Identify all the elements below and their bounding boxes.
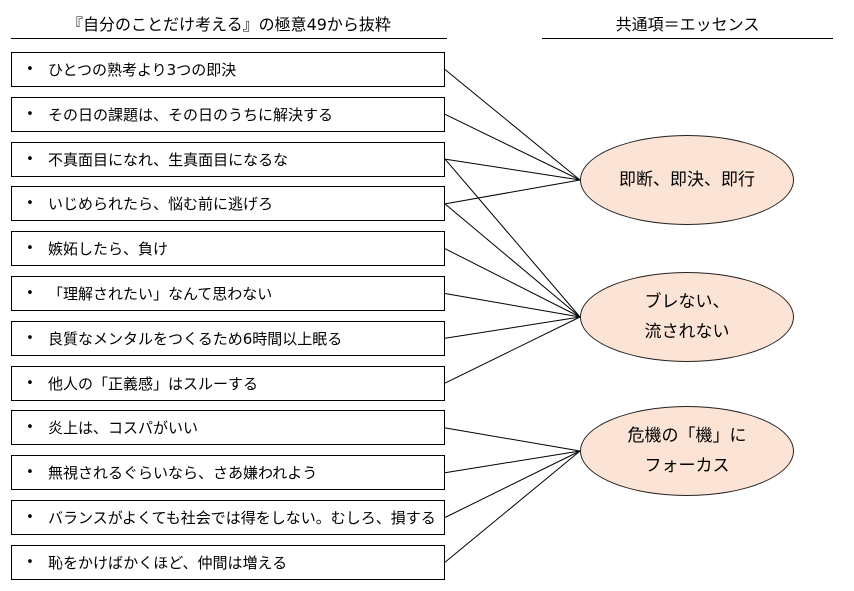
list-item: • 「理解されたい」なんて思わない <box>11 276 445 311</box>
bullet-marker: • <box>26 465 34 481</box>
bullet-marker: • <box>26 554 34 570</box>
bullet-marker: • <box>26 420 34 436</box>
essence-ellipse: ブレない、流されない <box>580 272 794 362</box>
list-item: • いじめられたら、悩む前に逃げろ <box>11 186 445 222</box>
connector-line <box>444 316 581 384</box>
item-text: 「理解されたい」なんて思わない <box>48 285 273 303</box>
connector-line <box>444 450 581 563</box>
connector-line <box>444 113 581 181</box>
item-text: 嫉妬したら、負け <box>48 240 169 259</box>
item-text: 不真面目になれ、生真面目になるな <box>48 150 289 169</box>
item-text: 無視されるぐらいなら、さあ嫌われよう <box>48 464 318 483</box>
connector-line <box>444 450 581 518</box>
connector-line <box>444 450 581 474</box>
list-item: • ひとつの熟考より3つの即決 <box>11 52 445 87</box>
item-text: いじめられたら、悩む前に逃げろ <box>48 195 274 214</box>
essence-label-line: 危機の「機」に <box>627 426 747 446</box>
list-item: • 良質なメンタルをつくるため6時間以上眠る <box>11 320 445 356</box>
bullet-marker: • <box>26 196 34 212</box>
bullet-marker: • <box>26 241 34 257</box>
list-item: • 他人の「正義感」はスルーする <box>11 365 445 401</box>
essence-label-line: フォーカス <box>644 456 730 476</box>
essence-label-line: 即断、即決、即行 <box>619 170 755 190</box>
item-text: バランスがよくても社会では得をしない。むしろ、損する <box>48 509 436 527</box>
bullet-marker: • <box>26 106 34 122</box>
item-text: ひとつの熟考より3つの即決 <box>48 61 237 79</box>
list-item: • その日の課題は、その日のうちに解決する <box>11 96 445 132</box>
bullet-marker: • <box>26 286 34 301</box>
item-text: その日の課題は、その日のうちに解決する <box>48 105 334 124</box>
connector-line <box>444 248 581 318</box>
list-item: • 恥をかけばかくほど、仲間は増える <box>11 544 445 580</box>
connector-line <box>444 203 581 318</box>
list-item: • バランスがよくても社会では得をしない。むしろ、損する <box>11 500 445 535</box>
list-item: • 無視されるぐらいなら、さあ嫌われよう <box>11 455 445 491</box>
bullet-marker: • <box>26 330 34 346</box>
connector-line <box>444 158 581 181</box>
connector-line <box>444 427 581 452</box>
item-text: 他人の「正義感」はスルーする <box>48 374 259 393</box>
connector-line <box>444 69 581 181</box>
connector-line <box>444 179 581 205</box>
item-text: 炎上は、コスパがいい <box>48 419 199 438</box>
connector-line <box>444 158 581 318</box>
essence-header: 共通項＝エッセンス <box>542 12 833 39</box>
essence-ellipse: 即断、即決、即行 <box>580 135 794 225</box>
list-item: • 不真面目になれ、生真面目になるな <box>11 141 445 177</box>
list-item: • 炎上は、コスパがいい <box>11 410 445 446</box>
bullet-marker: • <box>26 510 34 525</box>
item-text: 良質なメンタルをつくるため6時間以上眠る <box>48 329 343 348</box>
list-header: 『自分のことだけ考える』の極意49から抜粋 <box>11 12 447 39</box>
essence-label-line: 流されない <box>644 322 730 342</box>
essence-ellipse: 危機の「機」にフォーカス <box>580 406 794 496</box>
connector-line <box>444 293 581 318</box>
essence-label-line: ブレない、 <box>644 292 730 312</box>
list-item: • 嫉妬したら、負け <box>11 231 445 267</box>
bullet-marker: • <box>26 375 34 391</box>
connector-line <box>444 316 581 339</box>
item-text: 恥をかけばかくほど、仲間は増える <box>48 553 288 572</box>
bullet-marker: • <box>26 151 34 167</box>
bullet-marker: • <box>26 62 34 77</box>
